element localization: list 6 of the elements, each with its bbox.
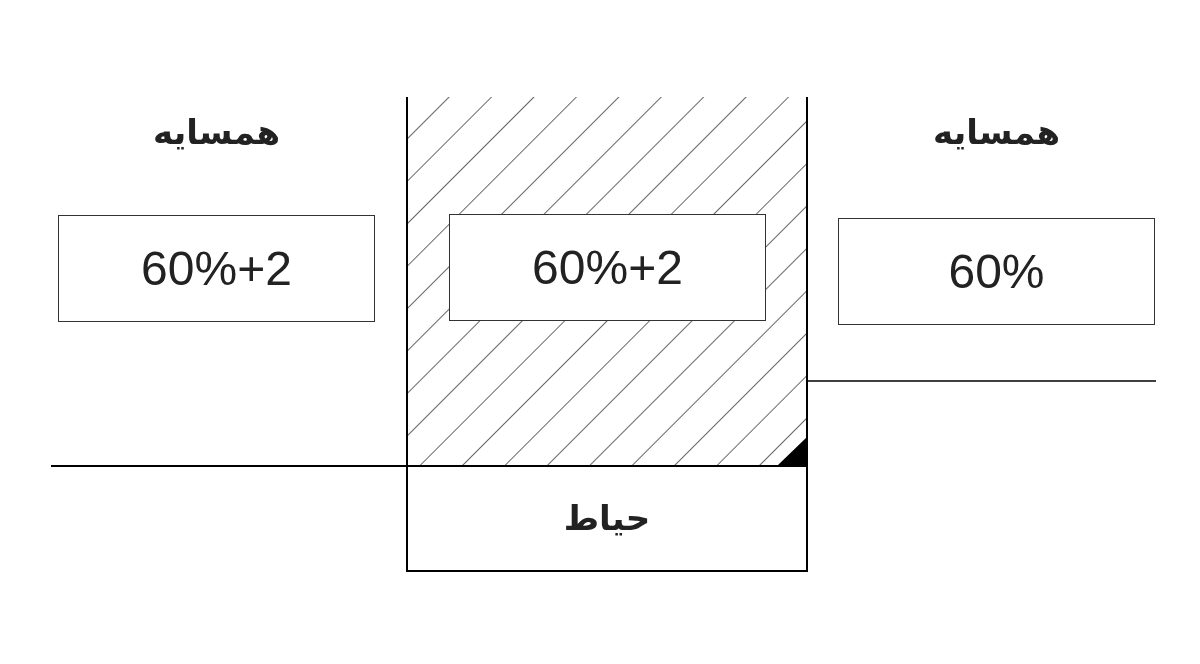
courtyard-box: حیاط (406, 466, 808, 572)
percentage-box: 60% (838, 218, 1155, 325)
percentage-box: 60%+2 (449, 214, 766, 321)
neighbor-heading: همسایه (152, 115, 281, 149)
neighbor-heading: همسایه (932, 115, 1061, 149)
percentage-box: 60%+2 (58, 215, 375, 322)
